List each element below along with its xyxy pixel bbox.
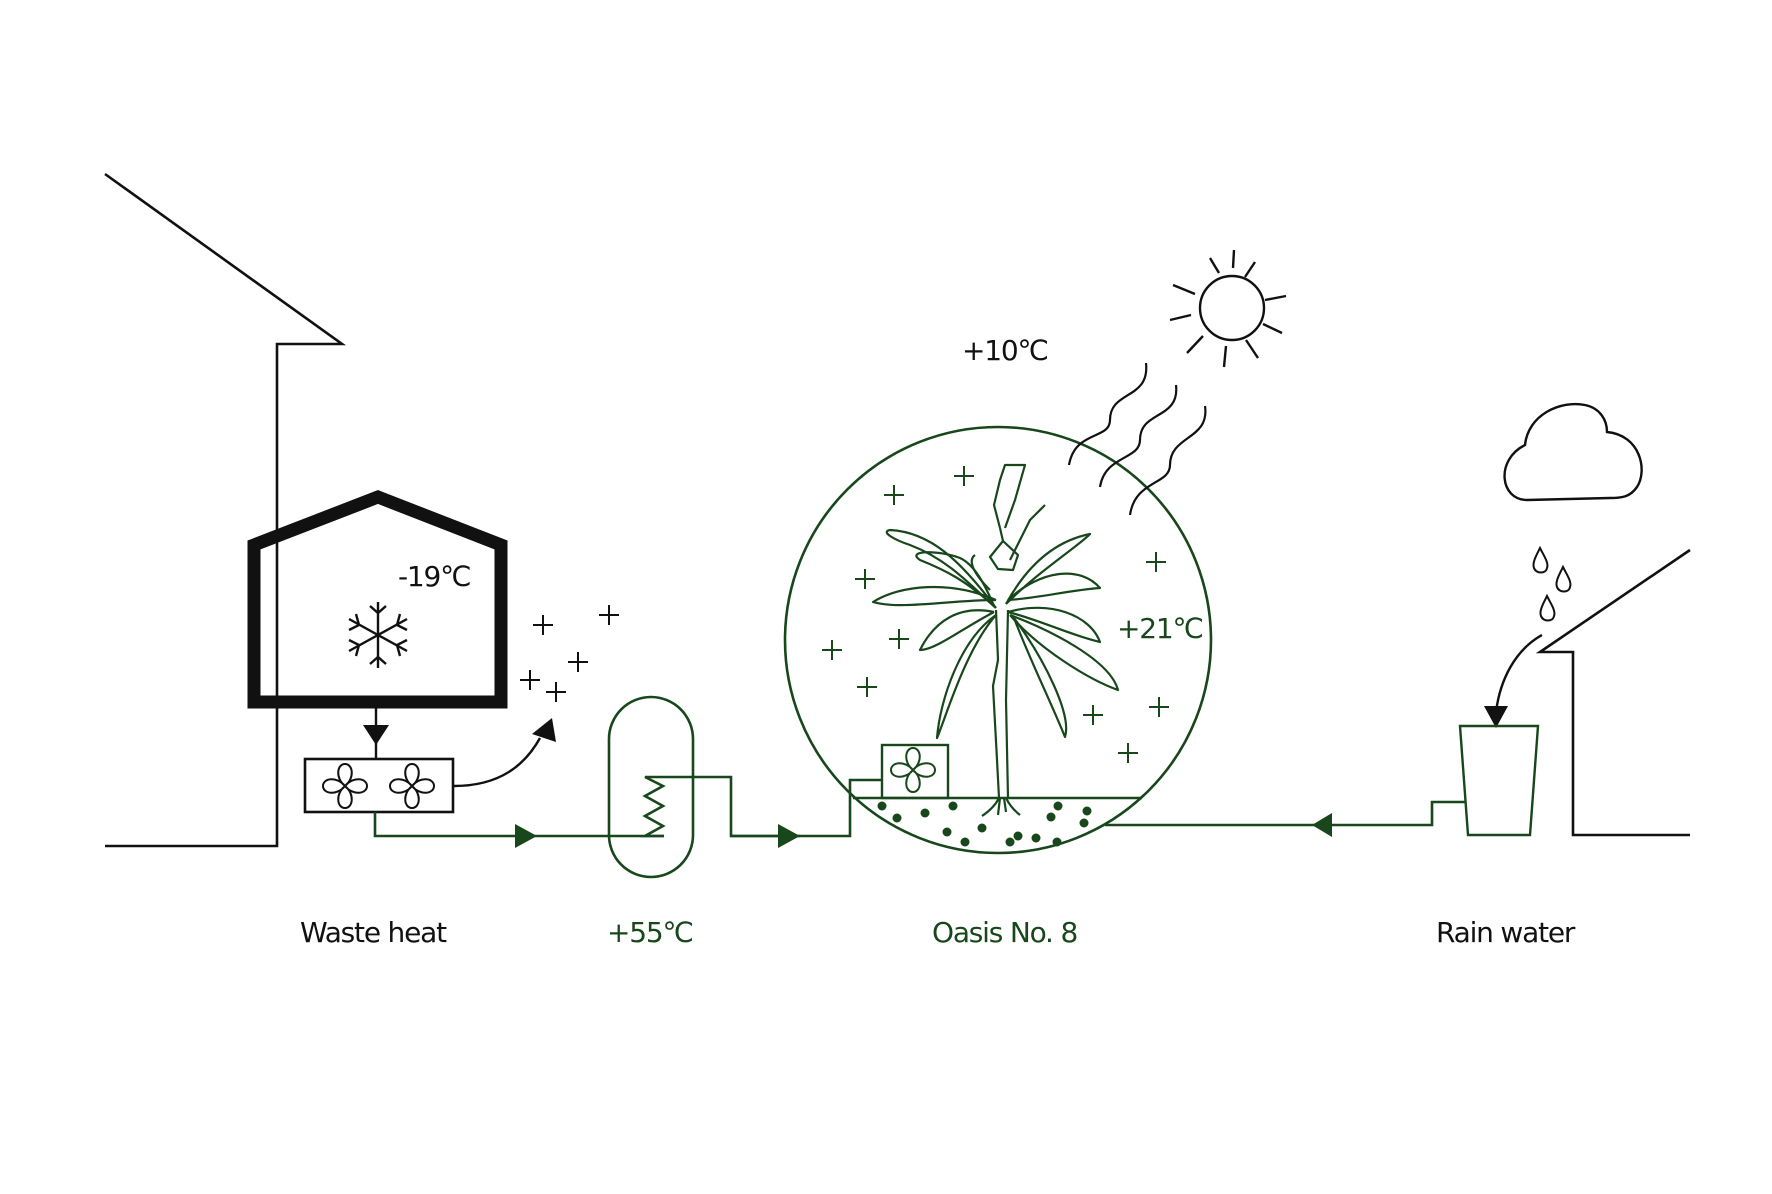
oasis-dome: +21℃: [783, 425, 1213, 855]
soil: [877, 801, 1092, 847]
plus-icon: [889, 629, 909, 649]
plus-icon: [520, 670, 540, 690]
rain-barrel: [1458, 724, 1540, 837]
plus-icon: [546, 682, 566, 702]
plus-icon: [855, 569, 875, 589]
plus-icon: [568, 652, 588, 672]
tank-temperature-label: +55℃: [607, 916, 693, 949]
plus-icon: [1118, 743, 1138, 763]
fan-icon: [889, 746, 937, 794]
dome-fan-unit: [880, 743, 950, 800]
freezer-house: -19℃: [247, 490, 508, 709]
plus-icon: [533, 615, 553, 635]
warmth-marks: [822, 466, 1169, 763]
plus-icon: [954, 466, 974, 486]
outdoor-temperature: +10℃: [962, 334, 1048, 367]
rain-collection-arrow: [1484, 633, 1543, 728]
plus-icon: [884, 485, 904, 505]
plus-icon: [1146, 552, 1166, 572]
oasis-name-label: Oasis No. 8: [932, 916, 1077, 949]
fan-icon: [321, 762, 369, 810]
heat-release-arrow: [453, 718, 556, 788]
plus-icon: [599, 605, 619, 625]
heat-pipe-to-oasis: [731, 778, 882, 848]
left-building: [104, 172, 347, 848]
snowflake-icon: [348, 602, 408, 668]
rainwater-pipe: [1105, 800, 1465, 837]
sun-icon: [1169, 249, 1287, 368]
freezer-to-condenser-arrow: [363, 708, 389, 758]
plus-icon: [1083, 705, 1103, 725]
rain-water-label: Rain water: [1436, 916, 1576, 949]
right-building: [1535, 548, 1691, 837]
sun-radiation-waves: [1067, 362, 1207, 516]
palm-tree-icon: [871, 463, 1120, 817]
freezer-temperature: -19℃: [398, 560, 470, 593]
heat-pipe-to-tank: [373, 812, 664, 848]
oasis-temperature: +21℃: [1117, 612, 1203, 645]
cloud-rain-icon: [1503, 402, 1643, 622]
waste-heat-label: Waste heat: [300, 916, 447, 949]
heat-marks: [520, 605, 619, 702]
storage-tank: [607, 695, 800, 879]
condenser-unit: [303, 757, 455, 814]
plus-icon: [1149, 697, 1169, 717]
plus-icon: [857, 677, 877, 697]
plus-icon: [822, 640, 842, 660]
fan-icon: [388, 762, 436, 810]
